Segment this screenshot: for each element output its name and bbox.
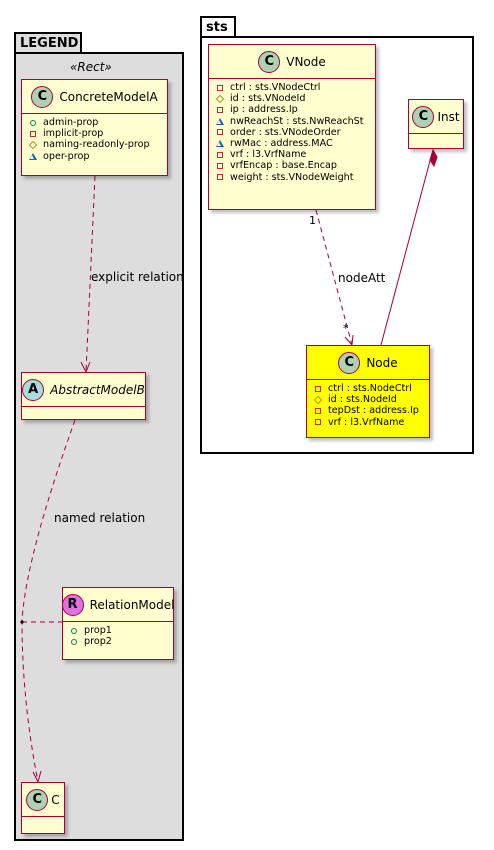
- protected-icon: [28, 140, 37, 150]
- class-header: C ConcreteModelA: [22, 80, 167, 114]
- class-name: RelationModel: [89, 597, 175, 612]
- class-header: C VNode: [209, 45, 375, 79]
- attribute-text: vrfEncap : base.Encap: [230, 160, 338, 172]
- attribute-row: naming-readonly-prop: [28, 139, 161, 150]
- attribute-text: order : sts.VNodeOrder: [230, 126, 341, 138]
- attribute-list: admin-prop implicit-prop naming-readonly…: [22, 114, 167, 164]
- attribute-row: id : sts.VNodeId: [215, 93, 369, 104]
- attribute-row: ctrl : sts.VNodeCtrl: [215, 82, 369, 93]
- class-node[interactable]: C Node ctrl : sts.NodeCtrl id : sts.Node…: [306, 345, 430, 438]
- private-icon: [215, 83, 224, 92]
- attribute-row: admin-prop: [28, 117, 161, 128]
- attribute-row: vrfEncap : base.Encap: [215, 160, 369, 171]
- class-c-icon: C: [258, 50, 281, 73]
- attribute-text: oper-prop: [43, 150, 90, 162]
- package-icon: [215, 139, 224, 148]
- public-icon: [69, 626, 78, 635]
- class-c-icon: C: [412, 105, 435, 128]
- package-icon: [28, 152, 37, 161]
- class-r-icon: R: [61, 593, 84, 616]
- class-name: AbstractModelB: [50, 382, 145, 397]
- attribute-text: rwMac : address.MAC: [230, 138, 333, 150]
- attribute-text: naming-readonly-prop: [43, 139, 150, 151]
- attribute-text: ctrl : sts.VNodeCtrl: [230, 82, 321, 93]
- attribute-text: ip : address.Ip: [230, 104, 298, 116]
- private-icon: [215, 173, 224, 182]
- private-icon: [313, 418, 322, 427]
- class-name: C: [51, 792, 60, 807]
- private-icon: [313, 407, 322, 416]
- attribute-row: ctrl : sts.NodeCtrl: [313, 383, 423, 394]
- public-icon: [28, 118, 37, 127]
- attribute-row: ip : address.Ip: [215, 104, 369, 115]
- named-relation-label: named relation: [54, 511, 146, 525]
- attribute-row: id : sts.NodeId: [313, 394, 423, 405]
- class-header: A AbstractModelB: [22, 373, 145, 407]
- class-header: C C: [22, 783, 64, 817]
- class-c-icon: C: [338, 351, 361, 374]
- class-header: C Inst: [409, 100, 463, 134]
- attribute-text: vrf : l3.VrfName: [328, 416, 405, 428]
- class-c[interactable]: C C: [21, 782, 65, 834]
- private-icon: [313, 384, 322, 393]
- attribute-row: rwMac : address.MAC: [215, 138, 369, 149]
- package-icon: [215, 117, 224, 126]
- attribute-list: ctrl : sts.VNodeCtrl id : sts.VNodeId ip…: [209, 79, 375, 185]
- attribute-text: id : sts.VNodeId: [230, 93, 306, 105]
- attribute-row: prop2: [69, 636, 167, 647]
- attribute-row: oper-prop: [28, 151, 161, 162]
- attribute-row: weight : sts.VNodeWeight: [215, 172, 369, 183]
- attribute-text: vrf : l3.VrfName: [230, 149, 307, 161]
- private-icon: [215, 162, 224, 171]
- multiplicity-to: *: [343, 322, 349, 335]
- attribute-row: nwReachSt : sts.NwReachSt: [215, 116, 369, 127]
- private-icon: [215, 150, 224, 159]
- legend-title: LEGEND: [20, 36, 79, 51]
- attribute-text: implicit-prop: [43, 128, 104, 140]
- node-att-label: nodeAtt: [338, 271, 386, 285]
- explicit-relation-label: explicit relation: [91, 270, 184, 284]
- class-c-icon: C: [26, 788, 49, 811]
- multiplicity-from: 1: [309, 214, 316, 227]
- private-icon: [215, 128, 224, 137]
- attribute-list: ctrl : sts.NodeCtrl id : sts.NodeId tepD…: [307, 380, 429, 430]
- class-concrete-model-a[interactable]: C ConcreteModelA admin-prop implicit-pro…: [21, 79, 168, 176]
- public-icon: [69, 637, 78, 646]
- class-c-icon: C: [31, 85, 54, 108]
- class-name: ConcreteModelA: [59, 89, 158, 104]
- attribute-row: order : sts.VNodeOrder: [215, 127, 369, 138]
- class-a-icon: A: [22, 378, 45, 401]
- class-name: VNode: [286, 54, 326, 69]
- class-header: R RelationModel: [61, 588, 175, 622]
- class-abstract-model-b[interactable]: A AbstractModelB: [21, 372, 146, 420]
- class-inst[interactable]: C Inst: [408, 99, 464, 149]
- sts-title: sts: [206, 20, 228, 35]
- attribute-row: vrf : l3.VrfName: [313, 417, 423, 428]
- sts-package-tab: sts: [200, 16, 236, 36]
- protected-icon: [313, 395, 322, 405]
- attribute-text: ctrl : sts.NodeCtrl: [328, 383, 412, 394]
- protected-icon: [215, 94, 224, 104]
- attribute-row: vrf : l3.VrfName: [215, 149, 369, 160]
- attribute-text: id : sts.NodeId: [328, 394, 397, 406]
- attribute-row: tepDst : address.Ip: [313, 405, 423, 416]
- attribute-list: prop1 prop2: [63, 622, 173, 649]
- class-name: Inst: [437, 109, 460, 124]
- class-vnode[interactable]: C VNode ctrl : sts.VNodeCtrl id : sts.VN…: [208, 44, 376, 210]
- attribute-text: prop1: [84, 625, 112, 636]
- attribute-row: prop1: [69, 625, 167, 636]
- attribute-text: admin-prop: [43, 117, 99, 128]
- attribute-text: weight : sts.VNodeWeight: [230, 171, 354, 183]
- attribute-text: nwReachSt : sts.NwReachSt: [230, 115, 364, 127]
- class-relation-model[interactable]: R RelationModel prop1 prop2: [61, 587, 175, 660]
- private-icon: [215, 106, 224, 115]
- class-header: C Node: [307, 346, 429, 380]
- class-name: Node: [366, 355, 398, 370]
- legend-package-tab: LEGEND: [14, 32, 82, 52]
- attribute-row: implicit-prop: [28, 128, 161, 139]
- attribute-text: prop2: [84, 636, 112, 648]
- private-icon: [28, 129, 37, 138]
- legend-stereotype: «Rect»: [70, 60, 112, 74]
- attribute-text: tepDst : address.Ip: [328, 405, 419, 417]
